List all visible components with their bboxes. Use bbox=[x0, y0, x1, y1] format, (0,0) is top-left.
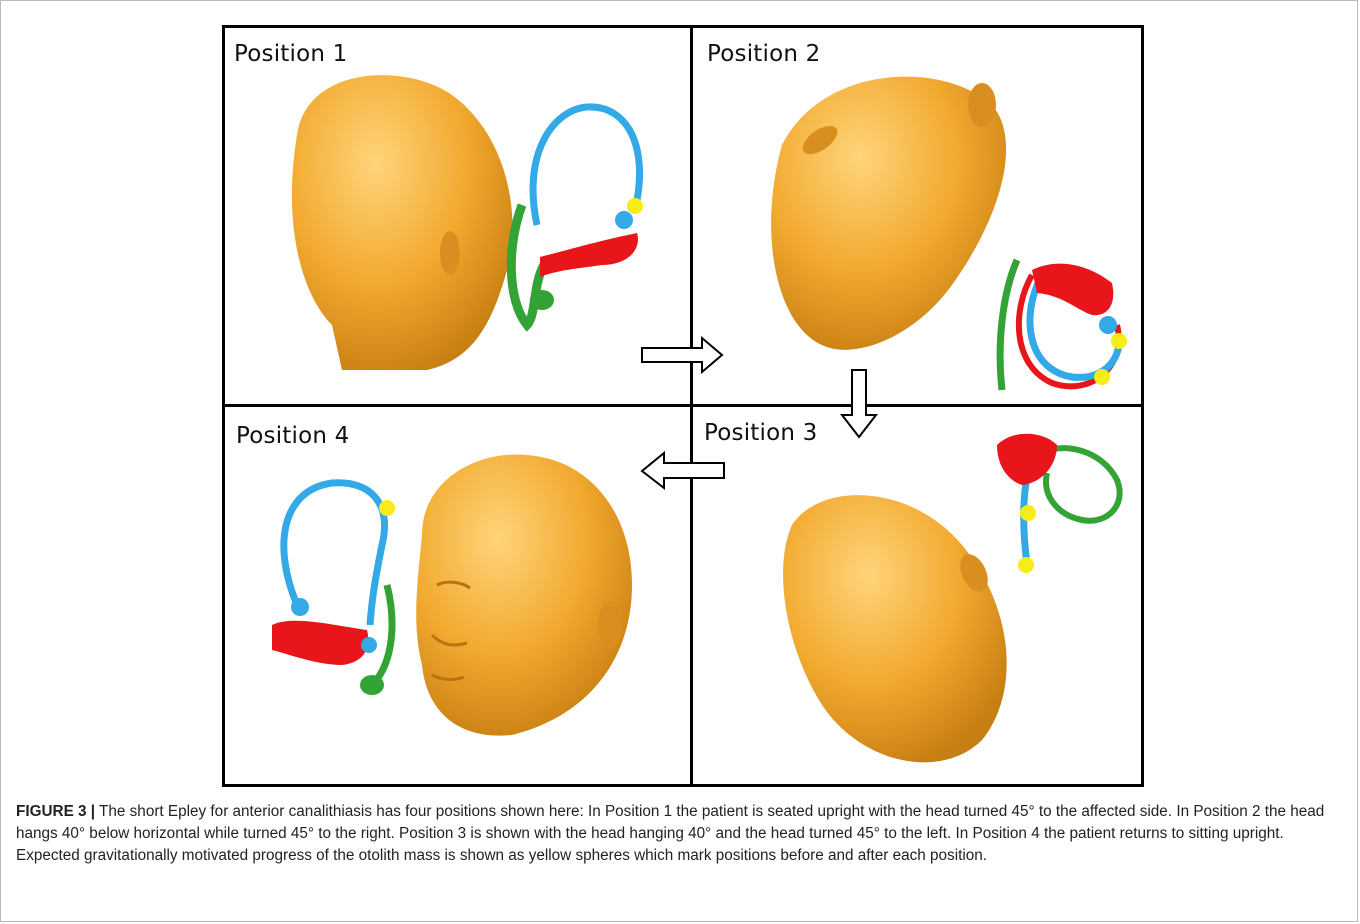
panel-2-ear-far bbox=[968, 83, 996, 127]
figure-3: Position 1 Position 2 Position 3 Positio… bbox=[222, 25, 1144, 787]
panel-3-otolith-a bbox=[1020, 505, 1036, 521]
panel-4-otolith bbox=[379, 500, 395, 516]
panel-label: Position 1 bbox=[234, 41, 348, 67]
panel-4-posterior-ampulla bbox=[360, 675, 384, 695]
panel-2-otolith-a bbox=[1111, 333, 1127, 349]
figure-illustration bbox=[222, 25, 1144, 787]
panel-1-utricle bbox=[540, 233, 638, 277]
panel-1-otolith bbox=[627, 198, 643, 214]
panel-2-head bbox=[771, 77, 1006, 350]
caption-label: FIGURE 3 | bbox=[16, 803, 95, 820]
panel-3-otolith-b bbox=[1018, 557, 1034, 573]
panel-2-ampulla bbox=[1099, 316, 1117, 334]
caption-text: The short Epley for anterior canalithias… bbox=[16, 803, 1324, 864]
arrow-down-icon bbox=[842, 370, 876, 437]
panel-1-head bbox=[292, 75, 513, 370]
panel-1-ampulla bbox=[615, 211, 633, 229]
panel-2-utricle bbox=[1032, 264, 1113, 316]
panel-label: Position 2 bbox=[707, 41, 821, 67]
figure-caption: FIGURE 3 | The short Epley for anterior … bbox=[16, 801, 1342, 867]
panel-4-canals bbox=[272, 483, 395, 695]
panel-4-utricle bbox=[272, 621, 368, 665]
panel-1-anterior-canal bbox=[533, 107, 640, 225]
arrow-left-icon bbox=[642, 453, 724, 488]
panel-2-otolith-b bbox=[1094, 369, 1110, 385]
panel-2-canals bbox=[1000, 260, 1127, 390]
panel-label: Position 3 bbox=[704, 420, 818, 446]
panel-1-posterior-ampulla bbox=[530, 290, 554, 310]
panel-4-ear bbox=[598, 601, 622, 649]
panel-4-ampulla bbox=[291, 598, 309, 616]
panel-2-posterior-canal bbox=[1000, 260, 1017, 390]
panel-1-canals bbox=[511, 107, 643, 325]
panel-1-ear bbox=[440, 231, 460, 275]
panel-3-head bbox=[783, 495, 1007, 762]
panel-4-head bbox=[416, 454, 632, 735]
panel-3-canals bbox=[997, 434, 1120, 573]
arrow-right-icon bbox=[642, 338, 722, 372]
panel-label: Position 4 bbox=[236, 423, 350, 449]
panel-4-ampulla-2 bbox=[361, 637, 377, 653]
